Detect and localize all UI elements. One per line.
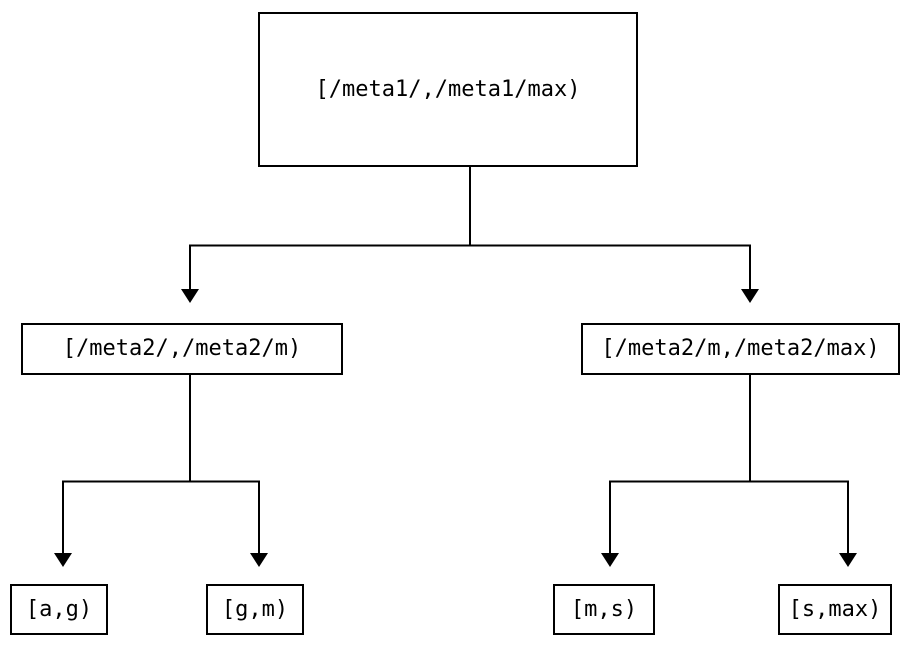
arrowhead-mid-left [181,289,199,303]
tree-node-leaf-a-g[interactable]: [a,g) [10,584,108,635]
tree-node-root[interactable]: [/meta1/,/meta1/max) [258,12,638,167]
tree-node-mid-left-label: [/meta2/,/meta2/m) [62,336,302,361]
tree-node-leaf-g-m[interactable]: [g,m) [206,584,304,635]
arrowhead-leaf-g-m [250,553,268,567]
arrowhead-leaf-s-max [839,553,857,567]
edge-root-to-mid [181,167,759,303]
tree-node-leaf-s-max[interactable]: [s,max) [778,584,892,635]
arrowhead-mid-right [741,289,759,303]
tree-node-mid-left[interactable]: [/meta2/,/meta2/m) [21,323,343,375]
tree-node-leaf-g-m-label: [g,m) [221,596,289,622]
tree-node-mid-right[interactable]: [/meta2/m,/meta2/max) [581,323,900,375]
tree-node-leaf-m-s[interactable]: [m,s) [553,584,655,635]
tree-node-leaf-m-s-label: [m,s) [570,596,638,622]
tree-node-leaf-s-max-label: [s,max) [788,596,882,622]
edge-mid-right-to-leaves [601,375,857,567]
tree-node-root-label: [/meta1/,/meta1/max) [315,76,581,102]
arrowhead-leaf-m-s [601,553,619,567]
arrowhead-leaf-a-g [54,553,72,567]
tree-node-leaf-a-g-label: [a,g) [25,596,93,622]
tree-node-mid-right-label: [/meta2/m,/meta2/max) [601,336,880,361]
edge-mid-left-to-leaves [54,375,268,567]
